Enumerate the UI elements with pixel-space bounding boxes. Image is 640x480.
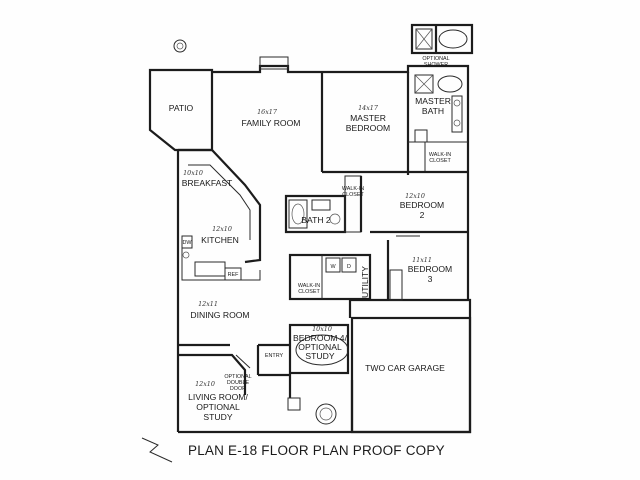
walkin-hall-1: WALK-IN [342, 186, 364, 192]
kitchen-island [194, 261, 226, 277]
washer [325, 257, 341, 273]
optional-shower-label-1: OPTIONAL [422, 56, 449, 62]
sink-2 [453, 119, 461, 127]
dishwasher [181, 235, 193, 249]
fixture-washer: W [330, 264, 336, 270]
bed3-closet [389, 269, 403, 301]
room-patio: PATIO [169, 103, 194, 113]
master-bath-shower [414, 74, 434, 94]
dim-breakfast: 10x10 [183, 169, 203, 177]
fixture-refrigerator: REF [228, 272, 239, 278]
walkin-hall-2: CLOSET [342, 192, 364, 198]
bath2-toilet [329, 213, 341, 225]
entry-tree [315, 403, 337, 425]
dim-living-room: 12x10 [195, 380, 215, 388]
dim-family-room: 16x17 [257, 108, 278, 116]
room-dining-room: DINING ROOM [190, 310, 249, 320]
room-master-bedroom-1: MASTER [350, 113, 386, 123]
dim-kitchen: 12x10 [212, 225, 232, 233]
kitchen-breakfast-walls [178, 148, 262, 264]
room-family-room: FAMILY ROOM [242, 118, 301, 128]
master-bath-vanity [451, 95, 463, 133]
room-living-room-3: STUDY [203, 412, 232, 422]
room-bedroom3-2: 3 [428, 274, 433, 284]
kitchen-counter-lower [181, 240, 261, 281]
shrub-symbol [173, 39, 187, 53]
refrigerator [224, 267, 242, 281]
entry-walls [256, 343, 292, 398]
walkin-master-1: WALK-IN [429, 152, 451, 158]
room-two-car-garage: TWO CAR GARAGE [365, 363, 445, 373]
dim-master-bedroom: 14x17 [358, 104, 379, 112]
bath2-tub-basin [291, 203, 305, 225]
entry-tree-inner [319, 407, 333, 421]
bath2-tub [288, 199, 308, 229]
utility-walls [288, 253, 372, 301]
hall-walkin-closet [344, 175, 362, 233]
optional-door-swing [235, 354, 251, 369]
master-bath-tub [437, 75, 463, 93]
bath2-vanity [311, 199, 331, 211]
room-bedroom2-1: BEDROOM [400, 200, 444, 210]
room-bedroom4-2: OPTIONAL [298, 342, 342, 352]
room-master-bath-1: MASTER [415, 96, 451, 106]
bedroom4-highlight-circle [295, 334, 349, 366]
walkin-bed3-2: CLOSET [298, 289, 320, 295]
room-bedroom4-1: BEDROOM 4/ [293, 333, 348, 343]
fireplace [259, 56, 289, 70]
shower-x2 [414, 74, 434, 94]
north-arrow [141, 437, 173, 463]
walkin-bed3-1: WALK-IN [298, 283, 320, 289]
room-bath2: BATH 2 [301, 215, 331, 225]
dim-dining-room: 12x11 [198, 300, 218, 308]
plan-title: PLAN E-18 FLOOR PLAN PROOF COPY [188, 443, 445, 458]
dim-bedroom2: 12x10 [405, 192, 425, 200]
dim-bedroom4: 10x10 [312, 325, 332, 333]
room-bedroom2-2: 2 [420, 210, 425, 220]
room-kitchen: KITCHEN [201, 235, 239, 245]
room-entry: ENTRY [265, 353, 284, 359]
living-room-bay [178, 353, 247, 395]
kitchen-counter-upper [188, 164, 251, 240]
room-bedroom3-1: BEDROOM [408, 264, 452, 274]
optional-door-1: OPTIONAL [224, 374, 251, 380]
room-bedroom4-3: STUDY [305, 351, 334, 361]
room-master-bedroom-2: BEDROOM [346, 123, 390, 133]
fixture-dishwasher: DW [183, 240, 193, 246]
optional-door-3: DOOR [230, 386, 246, 392]
garage-walls [350, 316, 472, 434]
walkin-master-2: CLOSET [429, 158, 451, 164]
sink-1 [453, 99, 461, 107]
room-utility: UTILITY [360, 266, 370, 298]
fixture-dryer: D [347, 264, 351, 270]
optional-door-2: DOUBLE [227, 380, 250, 386]
optional-shower-detail [410, 23, 474, 55]
shrub-center [176, 42, 184, 50]
dryer [341, 257, 357, 273]
room-master-bath-2: BATH [422, 106, 444, 116]
room-breakfast: BREAKFAST [182, 178, 233, 188]
room-living-room-2: OPTIONAL [196, 402, 240, 412]
master-toilet [414, 129, 428, 143]
room-living-room-1: LIVING ROOM/ [188, 392, 248, 402]
entry-porch-step [287, 397, 301, 411]
kitchen-sink [182, 251, 190, 259]
dim-bedroom3: 11x11 [412, 256, 432, 264]
exterior-walls [176, 64, 472, 434]
